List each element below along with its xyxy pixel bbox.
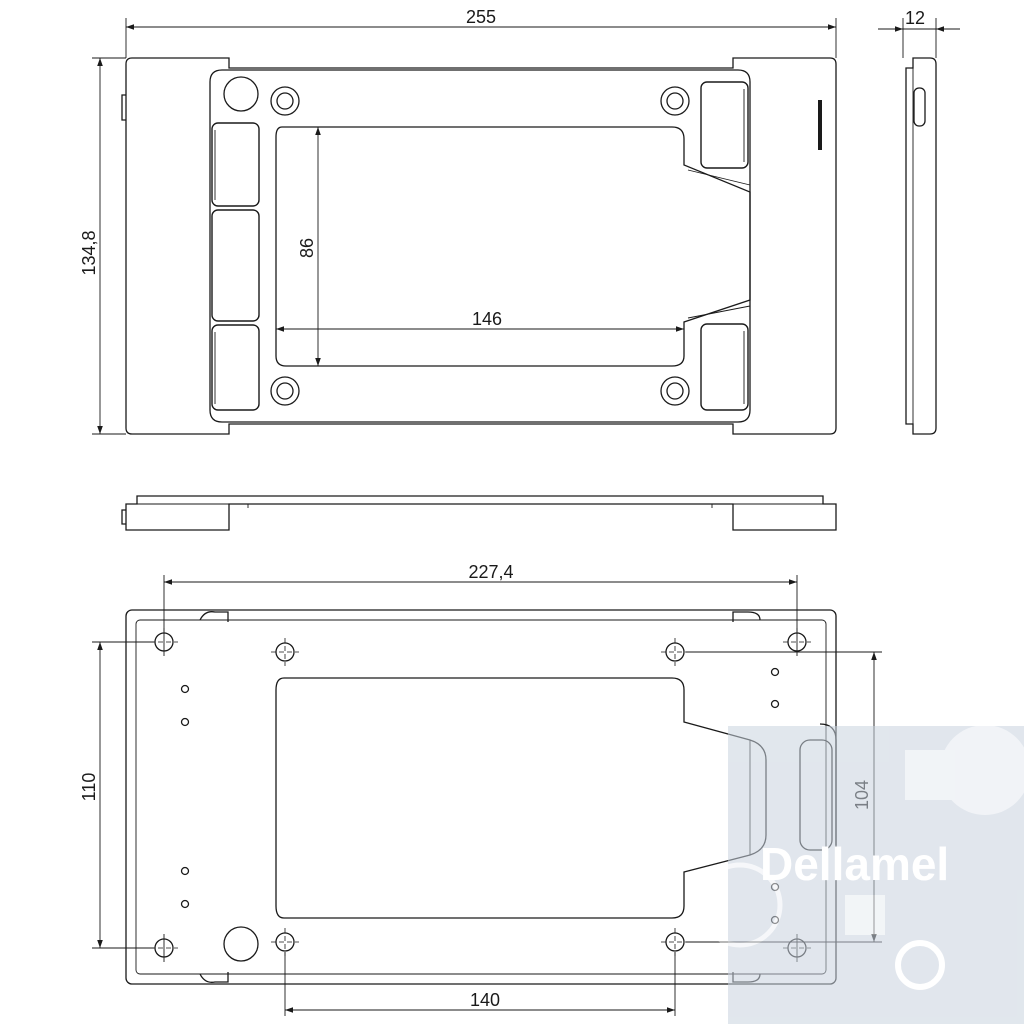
front-outer-frame — [125, 57, 837, 435]
rear-small-hole — [770, 667, 780, 677]
front-inner-plate — [209, 69, 751, 423]
dim-hole-span-x: 227,4 — [468, 562, 513, 582]
rear-round-cutout — [223, 926, 259, 962]
watermark-shape — [905, 750, 955, 800]
rear-inner-hole-br — [661, 928, 689, 956]
side-view: 12 — [878, 8, 960, 435]
front-opening — [275, 126, 751, 367]
top-profile — [125, 495, 837, 531]
left-pad-bottom — [211, 324, 260, 411]
front-slot-edge-top — [687, 169, 751, 186]
rear-mount-hole-tr — [783, 628, 811, 656]
watermark-shape — [697, 862, 783, 948]
dim-inner-hole-span-x: 140 — [470, 990, 500, 1010]
front-slot-edge-bottom — [687, 305, 751, 319]
rear-opening — [275, 677, 767, 919]
rear-small-hole — [180, 899, 190, 909]
dim-opening-width: 146 — [472, 309, 502, 329]
rear-clip-bl — [199, 972, 229, 983]
dim-depth: 12 — [905, 8, 925, 28]
dim-hole-span-y: 110 — [79, 773, 99, 802]
left-pad-middle — [211, 209, 260, 322]
left-side-button — [121, 94, 126, 121]
side-button — [913, 87, 926, 127]
watermark-text: Dellamel — [760, 838, 949, 890]
top-side-button — [121, 509, 126, 525]
side-profile — [905, 57, 937, 435]
rear-small-hole — [180, 866, 190, 876]
front-round-cutout — [223, 76, 259, 112]
rear-small-hole — [180, 717, 190, 727]
right-pad-bottom — [700, 323, 749, 411]
dim-overall-width: 255 — [466, 7, 496, 27]
rear-clip-tl — [199, 611, 229, 622]
front-screw-hole-tr — [660, 86, 690, 116]
watermark — [697, 725, 1024, 1024]
rear-mount-hole-tl — [150, 628, 178, 656]
rear-inner-hole-tl — [271, 638, 299, 666]
top-view — [121, 495, 837, 531]
watermark-shape — [895, 940, 945, 990]
rear-inner-hole-tr — [661, 638, 689, 666]
rear-clip-tr — [732, 611, 761, 622]
watermark-shape — [940, 725, 1024, 815]
left-pad-top — [211, 122, 260, 207]
rear-inner-hole-bl — [271, 928, 299, 956]
front-screw-hole-br — [660, 376, 690, 406]
rear-inner-frame — [135, 619, 827, 975]
front-screw-hole-tl — [270, 86, 300, 116]
front-view: 255 134,8 86 146 — [79, 7, 837, 435]
right-pad-top — [700, 81, 749, 169]
front-screw-hole-bl — [270, 376, 300, 406]
dim-overall-height: 134,8 — [79, 230, 99, 275]
dim-opening-height: 86 — [297, 238, 317, 258]
watermark-panel — [728, 726, 1024, 1024]
watermark-shape — [845, 895, 885, 935]
front-logo-mark — [818, 100, 822, 150]
rear-small-hole — [770, 699, 780, 709]
rear-mount-hole-bl — [150, 934, 178, 962]
rear-small-hole — [180, 684, 190, 694]
